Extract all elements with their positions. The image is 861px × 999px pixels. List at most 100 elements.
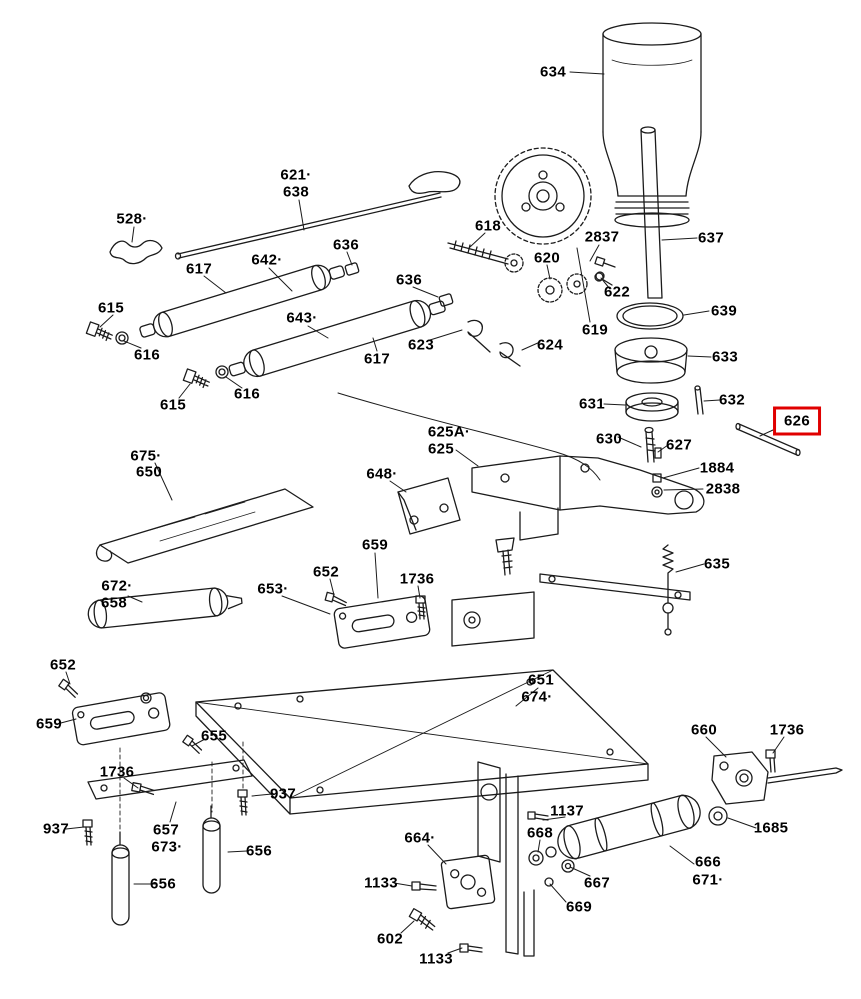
part-washer-616a [115, 331, 129, 345]
part-screw-1133a [411, 881, 437, 891]
part-label-1133b: 1133 [419, 950, 453, 968]
part-label-2838: 2838 [705, 480, 741, 498]
part-upright-651 [477, 761, 535, 957]
part-label-2837: 2837 [584, 228, 620, 246]
part-label-602: 602 [377, 930, 403, 948]
part-label-622: 622 [604, 283, 630, 301]
part-bar-657 [87, 759, 253, 800]
part-screw-630 [644, 426, 656, 463]
part-screw-1133b [459, 943, 483, 953]
part-cylinder-656b [111, 831, 130, 926]
part-screw-602 [408, 908, 436, 931]
part-label-656b: 656 [150, 875, 176, 893]
part-belt-675 [95, 488, 314, 564]
part-roller-617a [139, 262, 360, 338]
part-label-669: 669 [566, 898, 592, 916]
part-bolt-615a [85, 321, 113, 342]
part-label-655: 655 [201, 727, 227, 745]
part-label-633: 633 [712, 348, 738, 366]
part-label-1685: 1685 [753, 819, 789, 837]
part-label-652a: 652 [313, 563, 339, 581]
part-washer-2838 [651, 486, 663, 498]
part-bracket-528 [109, 239, 163, 265]
part-rod-638 [174, 192, 442, 260]
part-label-1736c: 1736 [99, 763, 135, 781]
part-label-636b: 636 [396, 271, 422, 289]
part-label-672: 672· [101, 577, 133, 595]
part-label-615b: 615 [160, 396, 186, 414]
part-bolt-2837 [594, 256, 616, 281]
part-label-528: 528· [116, 210, 148, 228]
part-wire-623 [467, 319, 491, 353]
part-label-659a: 659 [362, 536, 388, 554]
part-screw-652a [324, 591, 347, 607]
part-label-619: 619 [582, 321, 608, 339]
part-label-617a: 617 [186, 260, 212, 278]
part-bracket-664 [440, 854, 496, 910]
part-washer-616b [215, 365, 229, 379]
part-label-660: 660 [691, 721, 717, 739]
part-ring-639 [616, 302, 684, 330]
part-table-651 [195, 669, 649, 815]
part-label-631: 631 [579, 395, 605, 413]
part-label-666: 666 [695, 853, 721, 871]
part-bracket-648 [397, 477, 461, 535]
part-axle [767, 767, 843, 784]
part-label-624: 624 [537, 336, 563, 354]
part-label-650: 650 [136, 463, 162, 481]
part-label-625: 625 [428, 440, 454, 458]
part-arm-bar [539, 573, 691, 601]
part-spring-635 [662, 544, 674, 636]
part-label-615a: 615 [98, 299, 124, 317]
part-bolt-615b [182, 368, 210, 389]
part-label-618: 618 [475, 217, 501, 235]
part-label-652b: 652 [50, 656, 76, 674]
part-tube-637 [640, 126, 663, 299]
part-label-638: 638 [283, 183, 309, 201]
part-label-673: 673· [151, 838, 183, 856]
part-label-616b: 616 [234, 385, 260, 403]
part-label-664: 664· [404, 829, 436, 847]
part-roller-643 [228, 293, 454, 378]
part-label-617b: 617 [364, 350, 390, 368]
part-pin-632 [694, 385, 704, 415]
guard-curve [337, 392, 601, 481]
part-label-636a: 636 [333, 236, 359, 254]
part-carrier-625 [471, 455, 705, 576]
part-screw-1137 [527, 811, 549, 821]
part-roller-658 [87, 587, 243, 629]
part-label-639: 639 [711, 302, 737, 320]
part-label-1884: 1884 [699, 459, 735, 477]
part-rings-668 [528, 846, 557, 866]
part-label-1137: 1137 [550, 802, 584, 820]
part-label-656a: 656 [246, 842, 272, 860]
part-label-648: 648· [366, 465, 398, 483]
part-pulley-631 [625, 392, 679, 422]
part-sprocket-619 [494, 147, 592, 245]
part-label-653: 653· [257, 580, 289, 598]
part-label-671: 671· [692, 871, 724, 889]
part-worm-shaft-618 [447, 240, 524, 273]
part-screw-1736b [765, 749, 776, 773]
part-screw-1736c [131, 782, 155, 796]
part-screw-1736a [415, 595, 426, 620]
part-label-642: 642· [251, 251, 283, 269]
part-sleeve-1884 [652, 473, 662, 483]
part-label-657: 657 [153, 821, 179, 839]
part-pin-627 [654, 447, 662, 459]
part-label-937a: 937 [270, 785, 296, 803]
part-label-668: 668 [527, 824, 553, 842]
part-bolt-622 [594, 272, 613, 286]
part-hook-624 [499, 342, 521, 367]
part-screw-937a [237, 789, 248, 816]
part-plate-653 [333, 595, 431, 649]
part-label-621: 621· [280, 166, 312, 184]
part-washer-667 [561, 859, 575, 873]
part-ring-1685 [708, 806, 728, 826]
part-label-634: 634 [540, 63, 566, 81]
part-label-627: 627 [666, 436, 692, 454]
part-label-637: 637 [698, 229, 724, 247]
